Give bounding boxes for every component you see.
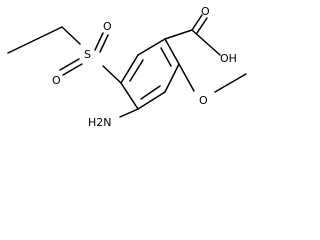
ring-bond-2-inner xyxy=(160,47,172,67)
amine-group xyxy=(119,108,139,118)
hydroxyl-label: OH xyxy=(220,52,237,65)
ring-bond-6 xyxy=(120,54,139,84)
benzene-ring xyxy=(120,38,180,110)
methoxy-group xyxy=(178,63,247,93)
carboxyl-to-hydroxyl-bond xyxy=(191,29,221,56)
ring-to-sulfur-bond xyxy=(102,65,122,84)
ring-bond-4-inner xyxy=(140,85,161,100)
sulfonyl-oxygen-bottom-label: O xyxy=(52,74,61,87)
carbonyl-bond-b xyxy=(196,17,208,34)
sulfonyl-oxygen-top-label: O xyxy=(103,20,112,33)
ring-bond-3 xyxy=(164,63,180,93)
ring-bond-2 xyxy=(164,38,180,65)
methoxy-to-methyl-bond xyxy=(214,73,247,93)
carboxylic-acid-group xyxy=(164,14,221,56)
ring-to-methoxy-bond xyxy=(178,63,195,92)
ring-to-amine-bond xyxy=(119,108,139,118)
ring-bond-4 xyxy=(137,91,166,110)
ring-bond-5 xyxy=(120,82,139,110)
methoxy-oxygen-label: O xyxy=(199,94,208,107)
carbonyl-bond-a xyxy=(191,14,203,31)
sulfur-to-ethyl-bond xyxy=(61,26,81,45)
ethyl-chain-bond xyxy=(7,26,63,54)
carbonyl-oxygen-label: O xyxy=(201,5,210,18)
sulfur-to-oxygen-bottom-bond-b xyxy=(62,63,83,76)
chemical-structure-diagram: S O O O OH H2N O xyxy=(7,5,247,129)
sulfur-to-oxygen-top-bond-b xyxy=(99,34,109,53)
ring-bond-1 xyxy=(137,38,166,56)
sulfonyl-group xyxy=(7,26,122,84)
amine-label: H2N xyxy=(88,116,112,129)
ring-bond-6-inner xyxy=(129,59,144,82)
ring-to-carboxyl-bond xyxy=(164,29,193,40)
sulfur-to-oxygen-top-bond-a xyxy=(94,32,104,51)
sulfur-label: S xyxy=(84,48,91,61)
sulfur-to-oxygen-bottom-bond-a xyxy=(59,58,80,71)
